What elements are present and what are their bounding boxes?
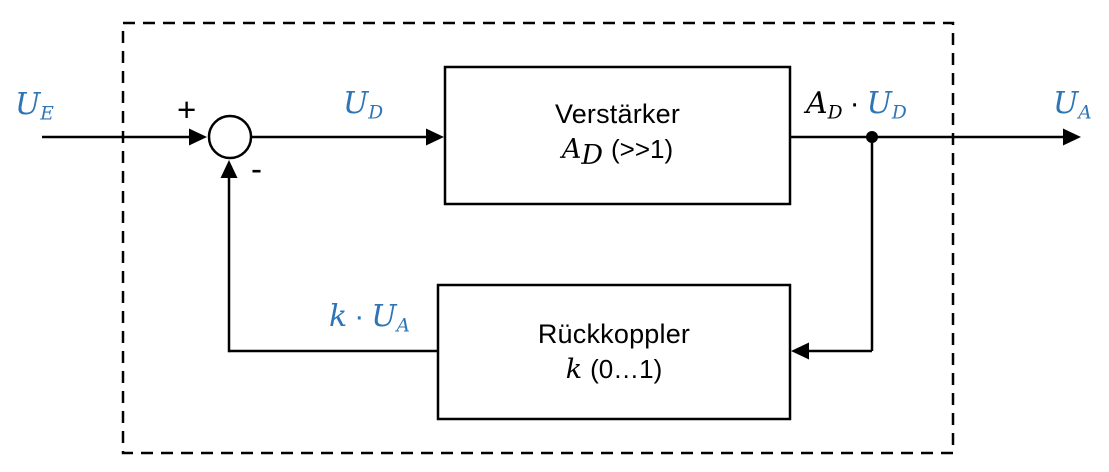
feedback-gain-line: k(0…1) — [566, 352, 663, 387]
feedback-return-arrowhead — [220, 160, 238, 178]
amplifier-gain-symbol: A — [561, 134, 582, 166]
feedback-in-arrowhead — [791, 342, 809, 360]
difference-arrowhead — [426, 128, 444, 146]
amplifier-box-text: Verstärker AD (>>1) — [445, 67, 790, 204]
feedback-gain-symbol: k — [565, 354, 583, 385]
summing-minus-sign: - — [251, 150, 262, 187]
amplified-operator: · — [849, 87, 860, 120]
feedback-operator: · — [354, 300, 365, 333]
input-signal-base: U — [15, 87, 41, 122]
output-arrowhead — [1063, 128, 1081, 146]
difference-signal-sub: D — [368, 102, 384, 124]
output-signal-base: U — [1053, 86, 1079, 121]
feedback-box-text: Rückkoppler k(0…1) — [438, 285, 790, 419]
output-signal-label: UA — [1053, 86, 1092, 123]
amplifier-gain-symbol-sub: D — [581, 140, 603, 172]
difference-signal-base: U — [343, 86, 369, 121]
feedback-factor: k — [329, 299, 348, 334]
difference-signal-label: UD — [343, 86, 383, 123]
amplified-signal-label: AD·UD — [806, 86, 907, 123]
input-signal-sub: E — [40, 103, 54, 125]
system-boundary-dashed-rect — [121, 21, 955, 455]
feedback-signal-label: k·UA — [329, 299, 410, 336]
feedback-sub: A — [396, 315, 410, 337]
input-arrowhead — [189, 128, 207, 146]
input-signal-label: UE — [15, 87, 54, 124]
feedback-gain-note: (0…1) — [590, 354, 663, 384]
amplifier-gain-note: (>>1) — [611, 134, 674, 165]
summing-plus-sign: + — [177, 91, 197, 128]
amplified-factor-sub: D — [827, 102, 843, 124]
amplified-factor-base: A — [806, 86, 828, 121]
amplifier-title: Verstärker — [554, 99, 681, 130]
amplified-base: U — [866, 86, 892, 121]
summing-junction-circle — [207, 114, 253, 160]
output-signal-sub: A — [1078, 102, 1092, 124]
feedback-title: Rückkoppler — [537, 319, 691, 349]
amplifier-box — [443, 65, 792, 206]
amplifier-gain-line: AD (>>1) — [562, 132, 673, 173]
feedback-base: U — [371, 299, 397, 334]
amplified-sub: D — [891, 102, 907, 124]
